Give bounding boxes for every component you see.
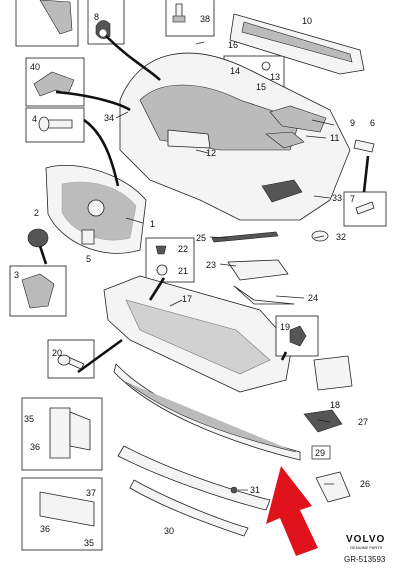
part-lower-spoiler [113,363,301,461]
callout-38: 38 [200,14,210,24]
callout-35-lower: 35 [84,538,94,548]
part-bumper-cover [119,52,351,221]
callout-20: 20 [52,348,62,358]
callout-31: 31 [250,485,260,495]
leader-lines [115,41,335,491]
callout-14: 14 [230,66,240,76]
leader-arrows [38,35,370,374]
callout-36-upper: 36 [30,442,40,452]
highlight-arrow [266,466,318,556]
callout-4: 4 [32,114,37,124]
brand-logo-text: VOLVO [346,534,385,545]
callout-27: 27 [358,417,368,427]
callout-19: 19 [280,322,290,332]
part-emblem-2 [27,228,49,248]
inset-sensor-3 [9,265,67,317]
inset-screw-4 [25,107,85,143]
part-side-brackets [265,105,327,149]
inset-top-left [15,0,79,47]
part-bracket-26 [315,471,351,503]
inset-plate-35-lower [21,477,103,551]
callout-37: 37 [86,488,96,498]
callout-16: 16 [228,40,238,50]
callout-17: 17 [182,294,192,304]
callout-2: 2 [34,208,39,218]
callout-5: 5 [86,254,91,264]
callout-35-upper: 35 [24,414,34,424]
callout-labels: 1 2 3 4 5 6 7 8 9 10 11 12 13 14 15 16 1… [14,12,375,548]
callout-33: 33 [332,193,342,203]
part-clip-31 [230,486,238,494]
callout-7: 7 [350,194,355,204]
callout-12: 12 [206,148,216,158]
callout-23: 23 [206,260,216,270]
callout-21: 21 [178,266,188,276]
callout-30: 30 [164,526,174,536]
part-panel-18 [313,355,353,391]
callout-22: 22 [178,244,188,254]
callout-8: 8 [94,12,99,22]
callout-40: 40 [30,62,40,72]
inset-bolt-38 [165,0,215,37]
inset-clip-19 [275,315,319,357]
callout-3: 3 [14,270,19,280]
callout-11: 11 [330,133,339,143]
part-upper-beam-10 [229,13,365,75]
part-clip-32 [311,230,329,242]
callout-1: 1 [150,219,155,229]
callout-18: 18 [330,400,340,410]
part-clip-5 [81,229,95,245]
callout-15: 15 [256,82,266,92]
brand-logo-subtext: GENUINE PARTS [350,545,383,550]
callout-9: 9 [350,118,355,128]
part-guard-30 [117,445,271,537]
part-undertray-17 [103,275,293,393]
brand-reference: GR-513593 [344,555,386,564]
part-clip-6 [353,139,375,153]
callout-10: 10 [302,16,312,26]
inset-screw-20 [47,339,95,379]
inset-plate-35-upper [21,397,103,471]
callout-24: 24 [308,293,318,303]
brand-block: VOLVO GENUINE PARTS GR-513593 [344,534,386,564]
part-grille-1 [45,165,147,254]
callout-32: 32 [336,232,346,242]
callout-13: 13 [270,72,280,82]
callout-29-box [311,445,331,460]
callout-25: 25 [196,233,206,243]
callout-29: 29 [315,448,325,458]
callout-36-lower: 36 [40,524,50,534]
callout-26: 26 [360,479,370,489]
callout-34: 34 [104,113,114,123]
callout-6: 6 [370,118,375,128]
inset-clips-22 [145,237,195,283]
inset-bracket-40 [25,57,85,107]
inset-screw-7 [343,191,387,227]
part-trims [211,231,295,305]
